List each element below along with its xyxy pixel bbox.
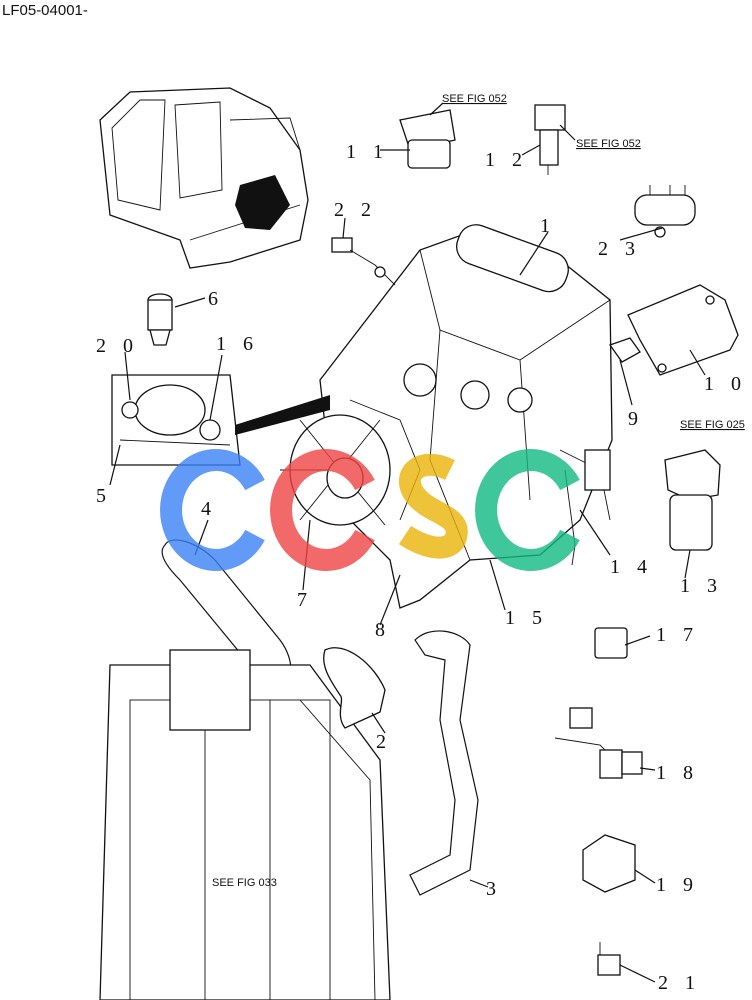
callout-11: 1 1 xyxy=(346,141,389,163)
part-bracket-10 xyxy=(627,284,739,376)
callout-18: 1 8 xyxy=(656,762,699,784)
part-thermostat xyxy=(147,293,173,346)
radiator-assembly xyxy=(99,649,391,1000)
callout-7: 7 xyxy=(297,589,313,611)
watermark-letter-3 xyxy=(398,453,468,559)
callout-8: 8 xyxy=(375,619,391,641)
part-fuel-filter-11 xyxy=(399,109,456,169)
callout-5: 5 xyxy=(96,485,112,507)
part-relay-17 xyxy=(594,627,628,659)
callout-20: 2 0 xyxy=(96,335,139,357)
callout-6: 6 xyxy=(208,288,224,310)
part-water-separator-12 xyxy=(534,104,566,175)
callout-3: 3 xyxy=(486,878,502,900)
part-hose-3 xyxy=(409,630,479,896)
watermark-letter-1 xyxy=(160,449,265,571)
watermark-logo xyxy=(160,449,580,571)
thermostat-detail xyxy=(111,374,330,466)
callout-17: 1 7 xyxy=(656,624,699,646)
part-connector-22 xyxy=(331,237,396,286)
see-fig-052-label-a: SEE FIG 052 xyxy=(442,93,507,105)
callout-14: 1 4 xyxy=(610,556,653,578)
part-gasket-9 xyxy=(608,337,641,363)
callout-12: 1 2 xyxy=(485,149,528,171)
see-fig-052-label-b: SEE FIG 052 xyxy=(576,138,641,150)
callout-1: 1 xyxy=(540,215,556,237)
see-fig-033-label: SEE FIG 033 xyxy=(212,877,277,889)
callout-13: 1 3 xyxy=(680,575,723,597)
part-relay-21 xyxy=(597,942,621,976)
callout-16: 1 6 xyxy=(216,333,259,355)
callout-19: 1 9 xyxy=(656,874,699,896)
engine-assembly xyxy=(319,224,613,609)
watermark-letter-2 xyxy=(270,449,375,571)
callout-9: 9 xyxy=(628,408,644,430)
callout-4: 4 xyxy=(201,498,217,520)
watermark-letter-4 xyxy=(475,449,580,571)
part-hose-2 xyxy=(323,647,386,729)
callout-21: 2 1 xyxy=(658,972,701,994)
part-heater-23 xyxy=(634,185,696,238)
callout-2: 2 xyxy=(376,731,392,753)
leader-lines xyxy=(109,102,706,983)
part-relay-19 xyxy=(582,834,636,893)
callout-10: 1 0 xyxy=(704,373,747,395)
see-fig-025-label: SEE FIG 025 xyxy=(680,419,745,431)
callout-15: 1 5 xyxy=(505,607,548,629)
excavator-cab-illustration xyxy=(99,87,309,269)
callout-22: 2 2 xyxy=(334,199,377,221)
part-harness-18 xyxy=(554,707,643,779)
callout-23: 2 3 xyxy=(598,238,641,260)
part-oil-filter-13 xyxy=(664,449,721,551)
doc-code: LF05-04001- xyxy=(2,2,88,19)
